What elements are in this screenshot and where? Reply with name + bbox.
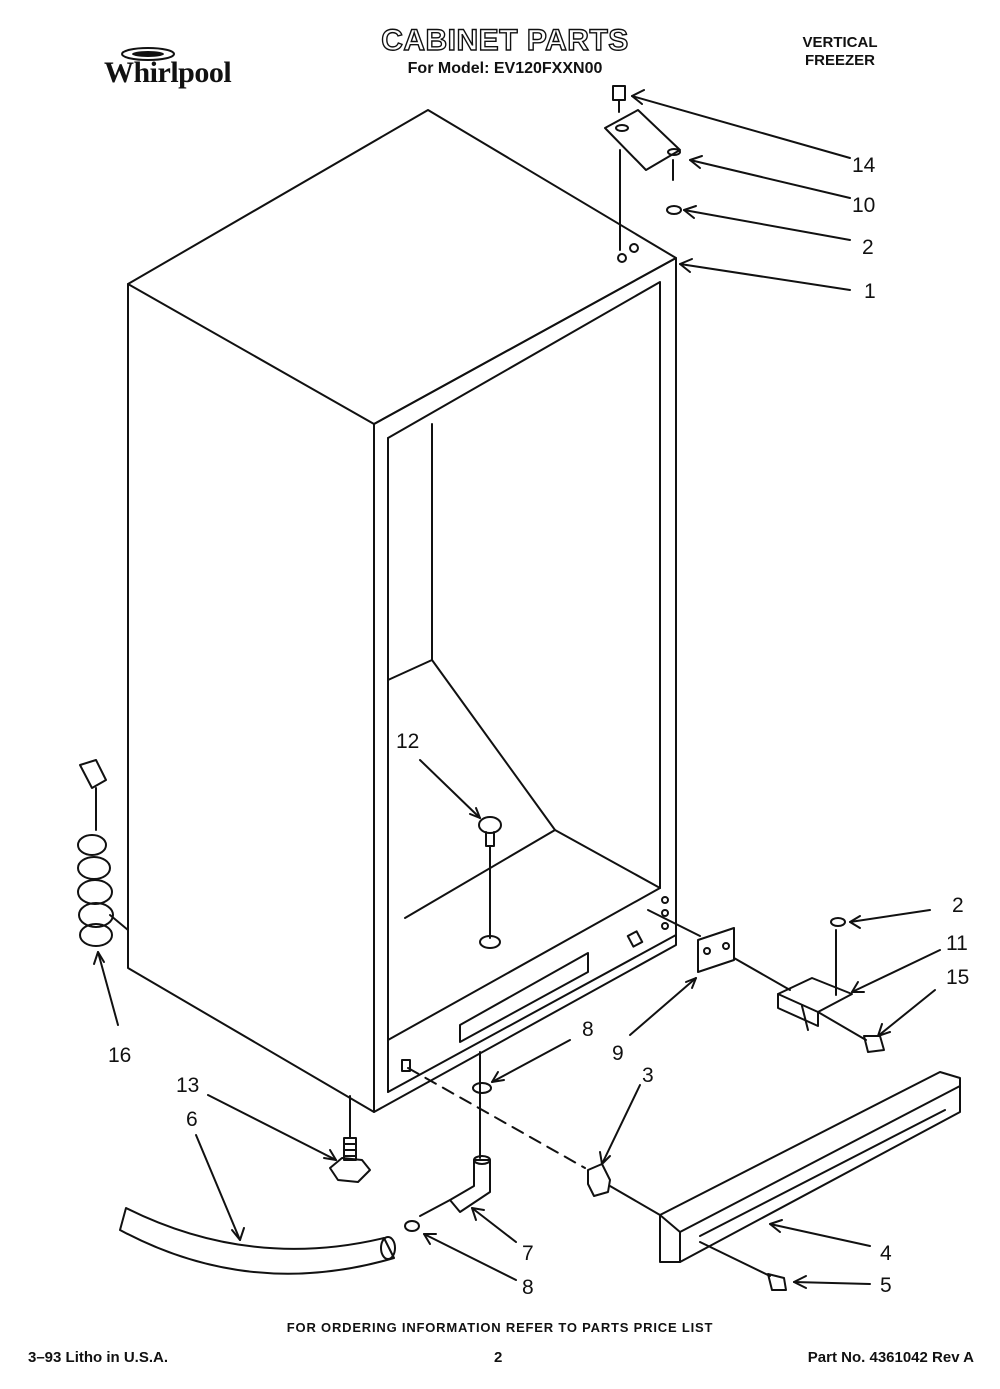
callout-8-top: 8 bbox=[582, 1018, 594, 1041]
brand-name: Whirlpool bbox=[104, 56, 232, 89]
callout-14: 14 bbox=[852, 154, 876, 177]
callout-5: 5 bbox=[880, 1274, 892, 1297]
cabinet-body bbox=[127, 109, 677, 1113]
callout-6: 6 bbox=[186, 1108, 198, 1131]
part-number: Part No. 4361042 Rev A bbox=[807, 1349, 974, 1366]
bottom-hinge-assembly bbox=[647, 909, 885, 1053]
product-type: VERTICAL FREEZER bbox=[760, 34, 920, 70]
power-cord bbox=[77, 759, 129, 947]
callout-16: 16 bbox=[108, 1044, 131, 1067]
drain-assembly bbox=[119, 1051, 492, 1275]
callout-9: 9 bbox=[612, 1042, 624, 1065]
callout-15: 15 bbox=[946, 966, 969, 989]
callout-2-top: 2 bbox=[862, 236, 874, 259]
product-type-line2: FREEZER bbox=[804, 52, 875, 69]
callout-7: 7 bbox=[522, 1242, 534, 1265]
brand-logo: Whirlpool bbox=[104, 46, 264, 96]
callout-11: 11 bbox=[946, 932, 968, 955]
model-number: For Model: EV120FXXN00 bbox=[407, 60, 603, 77]
page-number: 2 bbox=[494, 1349, 503, 1366]
callout-3: 3 bbox=[642, 1064, 654, 1087]
leader-lines bbox=[93, 89, 941, 1289]
litho-note: 3–93 Litho in U.S.A. bbox=[28, 1349, 169, 1366]
product-type-line1: VERTICAL bbox=[802, 34, 878, 51]
callout-4: 4 bbox=[880, 1242, 892, 1265]
page-title: CABINET PARTS bbox=[380, 23, 629, 57]
leveling-leg bbox=[329, 1095, 371, 1183]
callout-10: 10 bbox=[852, 194, 875, 217]
callout-8-bottom: 8 bbox=[522, 1276, 534, 1299]
logo-swoosh-icon bbox=[121, 47, 175, 61]
callout-13: 13 bbox=[176, 1074, 199, 1097]
ordering-note: FOR ORDERING INFORMATION REFER TO PARTS … bbox=[286, 1320, 714, 1335]
callout-2-right: 2 bbox=[952, 894, 964, 917]
plug-button bbox=[478, 816, 502, 949]
callout-labels: 14 10 2 1 12 16 2 11 15 9 8 3 13 6 7 8 4… bbox=[108, 154, 969, 1299]
toe-grille-assembly bbox=[407, 1067, 961, 1291]
callout-12: 12 bbox=[396, 730, 419, 753]
top-hinge-assembly bbox=[604, 85, 682, 251]
callout-1: 1 bbox=[864, 280, 876, 303]
